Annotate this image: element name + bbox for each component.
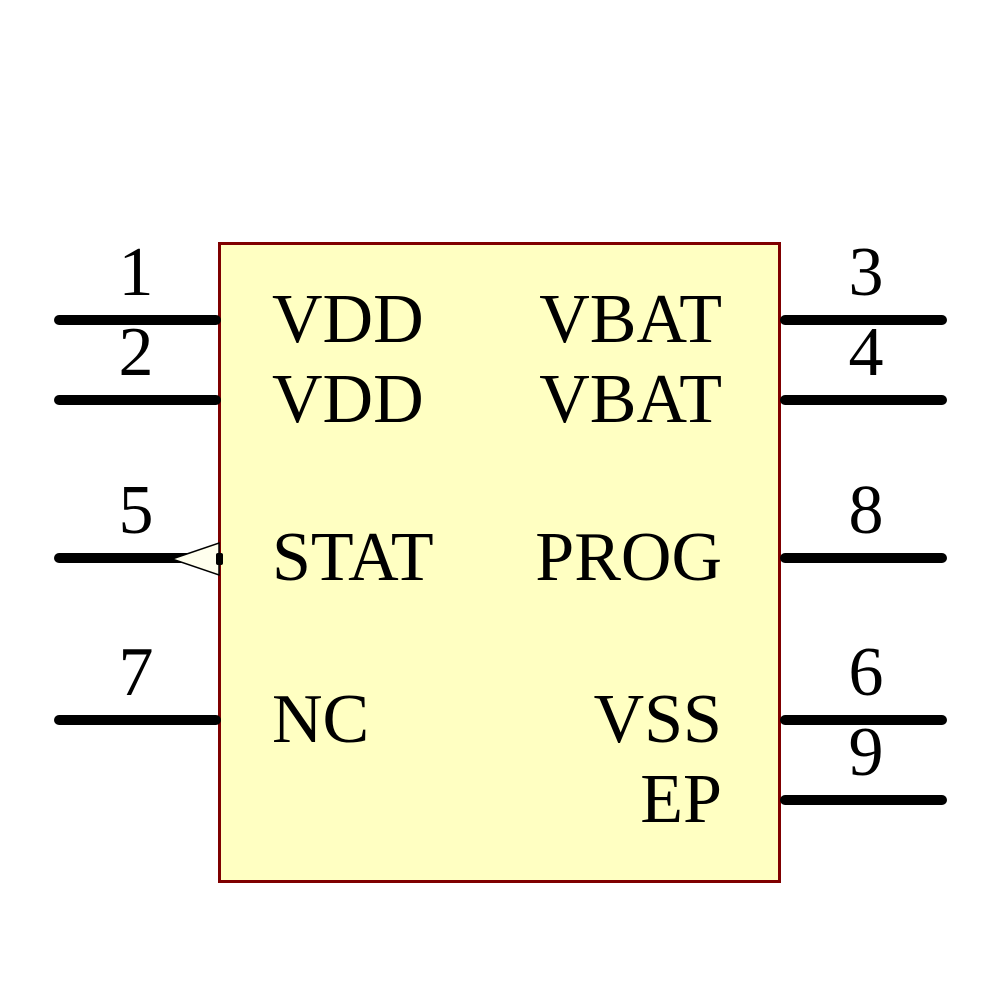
pin-8-number: 8 — [848, 472, 884, 549]
pin-1-wire — [54, 315, 221, 325]
pin-8-wire — [780, 553, 947, 563]
pin-4-number: 4 — [848, 314, 884, 391]
pin-7-number: 7 — [118, 634, 154, 711]
pin-6-wire — [780, 715, 947, 725]
pin-7-wire — [54, 715, 221, 725]
pin-2-number: 2 — [118, 314, 154, 391]
pin-5-number: 5 — [118, 472, 154, 549]
pin-9-wire — [780, 795, 947, 805]
pin-1-number: 1 — [118, 234, 154, 311]
pin-2-wire — [54, 395, 221, 405]
symbol-body — [218, 242, 781, 883]
pin-6-number: 6 — [848, 634, 884, 711]
pin-4-wire — [780, 395, 947, 405]
pin-9-number: 9 — [848, 714, 884, 791]
pin-5-wire — [54, 553, 221, 563]
pin-3-wire — [780, 315, 947, 325]
pin-3-number: 3 — [848, 234, 884, 311]
